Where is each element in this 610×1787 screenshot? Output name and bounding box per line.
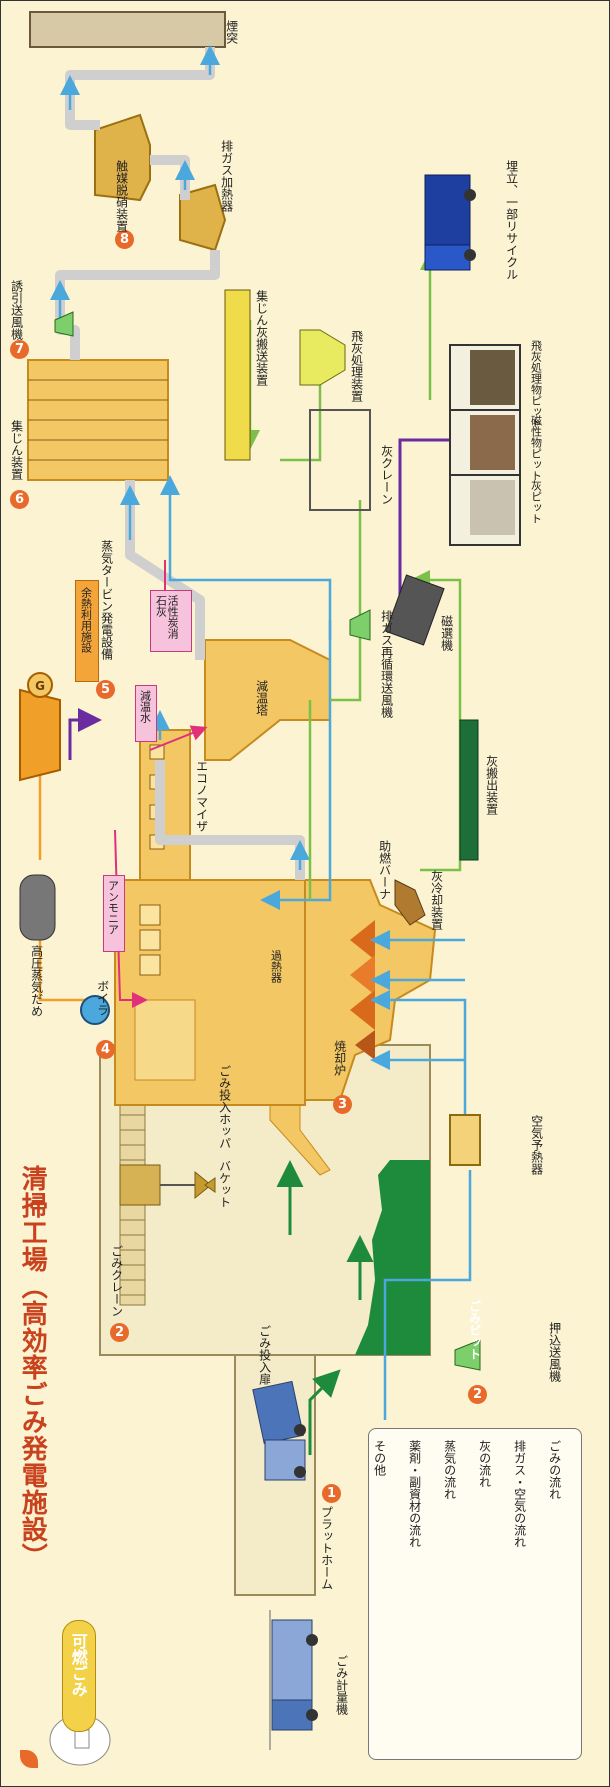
denox-shape <box>94 113 227 252</box>
label-turbine: 蒸気タービン発電設備 <box>99 540 114 660</box>
heat-use-box: 余熱利用施設 <box>75 580 99 682</box>
label-fly-ash-pit: 飛灰処理物ピット <box>529 340 543 428</box>
ammonia-box: アンモニア <box>103 875 125 952</box>
label-ash-conveyor: 集じん灰搬送装置 <box>254 290 269 386</box>
induced-fan-shape <box>54 311 74 337</box>
step-platform-badge: 1 <box>322 1484 341 1503</box>
label-platform: プラットホーム <box>319 1506 334 1590</box>
leaf-icon <box>20 1750 38 1768</box>
garbage-flow-lines <box>276 1160 374 1455</box>
economizer-shape <box>139 729 191 881</box>
label-economizer: エコノマイザ <box>194 760 209 832</box>
badge-burnable: 可燃ごみ <box>62 1620 96 1732</box>
label-cooling-water: 減温水 <box>138 690 152 723</box>
label-ash-out: 灰搬出装置 <box>484 755 499 815</box>
label-crane: ごみクレーン <box>109 1245 124 1317</box>
recirc-fan-shape <box>349 609 371 641</box>
badge-text: 可燃ごみ <box>68 1633 88 1697</box>
fly-ash-treat-shape <box>299 329 346 386</box>
label-burner: 助燃バーナ <box>377 840 392 900</box>
legend-item-chemical: 薬剤・副資材の流れ <box>407 1440 422 1548</box>
step-fan-badge: 7 <box>10 340 29 359</box>
label-cooling-tower: 減温塔 <box>254 680 269 716</box>
label-superheater: 過熱器 <box>269 950 283 983</box>
label-ammonia: アンモニア <box>106 880 120 935</box>
legend-item-steam: 蒸気の流れ <box>442 1440 457 1500</box>
label-hopper: ごみ投入ホッパ <box>217 1065 232 1149</box>
label-chimney: 煙突 <box>224 20 239 44</box>
gas-flow-lines <box>50 45 472 1420</box>
label-denox: 触媒脱硝装置 <box>114 160 129 232</box>
label-incinerator: 焼却炉 <box>332 1040 347 1076</box>
boiler-drum-shape <box>80 995 110 1025</box>
ash-cooler-shape <box>394 879 426 926</box>
label-air-preheater: 空気予熱器 <box>529 1115 544 1175</box>
legend <box>368 1428 582 1760</box>
label-bucket: バケット <box>217 1160 232 1208</box>
label-induced-fan: 誘引送風機 <box>9 280 24 340</box>
legend-item-gas: 排ガス・空気の流れ <box>512 1440 527 1548</box>
step-pit-badge: 2 <box>468 1385 487 1404</box>
chimney-shape <box>29 11 226 48</box>
landfill-truck-icon <box>424 174 476 271</box>
turbine-shape: G <box>19 672 61 782</box>
step-crane-badge: 2 <box>110 1323 129 1342</box>
step-turbine-badge: 5 <box>96 680 115 699</box>
collection-truck-icon <box>269 1610 318 1750</box>
label-activated: 活性炭消石灰 <box>154 595 180 639</box>
label-recirc-fan: 排ガス再循環送風機 <box>379 610 394 718</box>
label-heat-use: 余熱利用施設 <box>79 587 93 653</box>
legend-item-other: その他 <box>372 1440 387 1476</box>
label-fly-ash-treat: 飛灰処理装置 <box>349 330 364 402</box>
dust-collector-shape <box>27 359 169 481</box>
label-input-door: ごみ投入扉 <box>257 1325 272 1385</box>
cooling-water-box: 減温水 <box>135 685 157 742</box>
hp-drum-shape <box>19 874 56 941</box>
step-denox-badge: 8 <box>115 230 134 249</box>
step-boiler-badge: 4 <box>96 1040 115 1059</box>
page-title: 清掃工場（高効率ごみ発電施設） <box>17 1165 48 1570</box>
step-dust-badge: 6 <box>10 490 29 509</box>
magnet-shape <box>385 574 445 646</box>
label-dust-collector: 集じん装置 <box>9 420 24 480</box>
legend-item-garbage: ごみの流れ <box>547 1440 562 1500</box>
label-scale: ごみ計量機 <box>334 1655 349 1715</box>
label-boiler: ボイラ <box>95 980 110 1016</box>
ash-pits-shape <box>309 344 521 546</box>
other-flow-lines <box>68 428 482 760</box>
label-landfill: 埋立、一部リサイクル <box>504 160 519 280</box>
garbage-pit <box>355 1160 430 1355</box>
label-ash-pit: 灰ピット <box>529 480 543 524</box>
cooling-tower-shape <box>204 639 331 761</box>
label-ash-crane: 灰クレーン <box>379 445 394 505</box>
label-ash-cooler: 灰冷却装置 <box>429 870 444 930</box>
push-fan-shape <box>454 1339 481 1371</box>
label-exhaust-heater: 排ガス加熱器 <box>219 140 234 212</box>
ash-conveyor-shape <box>224 289 251 461</box>
label-pit: ごみピット <box>467 1300 482 1360</box>
air-preheater-shape <box>449 1114 481 1166</box>
label-magnetic-pit: 磁性物ピット <box>529 415 543 481</box>
label-hp-drum: 高圧蒸気だめ <box>29 945 44 1017</box>
svg-text:G: G <box>35 679 45 693</box>
legend-item-ash: 灰の流れ <box>477 1440 492 1488</box>
label-magnet: 磁選機 <box>439 615 454 651</box>
activated-box: 活性炭消石灰 <box>150 590 192 652</box>
step-incinerator-badge: 3 <box>333 1095 352 1114</box>
garbage-bag-icon <box>49 1714 111 1766</box>
label-push-fan: 押込送風機 <box>547 1322 562 1382</box>
truck-platform <box>252 1380 306 1481</box>
ash-out-shape <box>459 719 479 861</box>
